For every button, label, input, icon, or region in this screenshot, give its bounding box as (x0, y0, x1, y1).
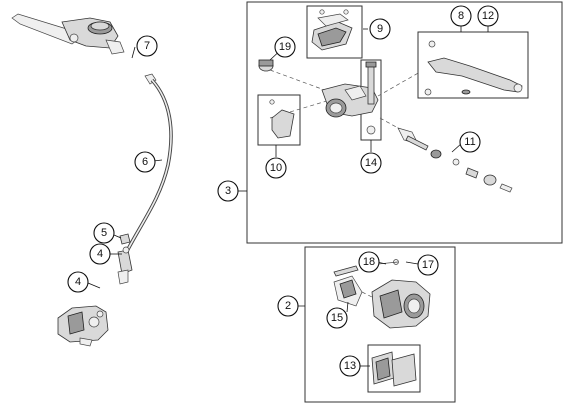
handlebar-master-cylinder-icon (11, 13, 125, 55)
master-cylinder-body-icon (321, 83, 379, 118)
brake-caliper-lower-icon (57, 305, 109, 347)
svg-text:10: 10 (270, 162, 282, 174)
callout-8: 8 (450, 5, 472, 27)
svg-text:17: 17 (422, 259, 434, 271)
callout-15: 15 (326, 307, 348, 329)
lever-subframe (417, 31, 529, 99)
svg-text:4: 4 (97, 248, 103, 260)
svg-text:15: 15 (331, 312, 343, 324)
callout-11: 11 (459, 131, 481, 153)
callout-3: 3 (217, 180, 239, 202)
brake-lever-icon (424, 40, 523, 96)
callout-17: 17 (417, 254, 439, 276)
reservoir-bracket-icon (269, 99, 295, 139)
svg-text:4: 4 (75, 276, 81, 288)
svg-text:5: 5 (101, 227, 107, 239)
svg-text:2: 2 (285, 300, 291, 312)
cover-subframe (306, 5, 363, 59)
callout-18: 18 (358, 251, 380, 273)
reservoir-cap-icon (258, 59, 274, 72)
svg-text:12: 12 (482, 10, 494, 22)
callout-4-upper: 4 (89, 243, 111, 265)
reservoir-cover-icon (311, 9, 353, 51)
svg-text:7: 7 (144, 40, 150, 52)
pads-subframe (367, 344, 421, 393)
callout-14: 14 (360, 152, 382, 174)
callout-19: 19 (274, 36, 296, 58)
callout-13: 13 (339, 355, 361, 377)
master-cylinder-assembly-frame (246, 1, 563, 244)
pivot-pin-icon (365, 61, 377, 135)
caliper-pin-icon (333, 259, 399, 277)
svg-text:9: 9 (377, 23, 383, 35)
pad-spring-icon (333, 275, 363, 307)
caliper-assembly-frame (304, 246, 456, 403)
svg-text:13: 13 (344, 360, 356, 372)
callout-6: 6 (134, 151, 156, 173)
callout-2: 2 (277, 295, 299, 317)
callout-12: 12 (477, 5, 499, 27)
svg-text:18: 18 (363, 256, 375, 268)
brake-hose-icon (117, 73, 173, 285)
callout-10: 10 (265, 157, 287, 179)
svg-text:3: 3 (225, 185, 231, 197)
brake-pads-icon (371, 351, 417, 387)
banjo-bolt-icon (119, 233, 131, 254)
brake-caliper-icon (371, 279, 431, 329)
callout-9: 9 (369, 18, 391, 40)
svg-text:14: 14 (365, 157, 377, 169)
piston-assembly-icon (397, 127, 513, 193)
svg-text:6: 6 (142, 156, 148, 168)
svg-text:11: 11 (464, 136, 475, 148)
callout-5: 5 (93, 222, 115, 244)
callout-4-lower: 4 (67, 271, 89, 293)
callout-7: 7 (136, 35, 158, 57)
svg-text:19: 19 (279, 41, 291, 53)
reservoir-subframe (257, 94, 301, 146)
svg-text:8: 8 (458, 10, 464, 22)
